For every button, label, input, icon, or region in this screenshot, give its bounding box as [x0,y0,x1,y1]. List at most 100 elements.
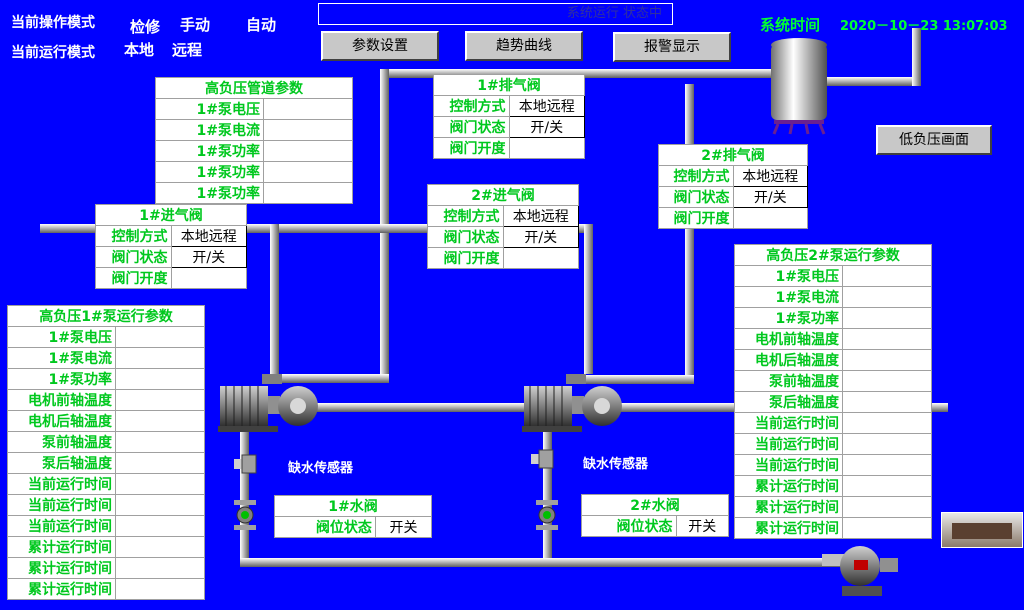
param-value [842,412,932,434]
param-label: 泵前轴温度 [734,370,843,392]
pipeline-param-label: 1#泵功率 [155,161,264,183]
intake-valve-2-state[interactable]: 开/关 [502,226,579,248]
intake-valve-1-panel: 1#进气阀 控制方式本地远程 阀门状态开/关 阀门开度 [95,204,247,289]
param-value [842,349,932,371]
exhaust-valve-1-control-mode[interactable]: 本地远程 [508,95,585,117]
pump-2-icon[interactable] [522,370,628,434]
param-value [115,557,205,579]
param-row: 泵前轴温度 [7,431,205,453]
intake-valve-2-panel: 2#进气阀 控制方式本地远程 阀门状态开/关 阀门开度 [427,184,579,269]
param-value [842,454,932,476]
control-mode-label: 控制方式 [95,225,172,247]
param-label: 累计运行时间 [734,517,843,539]
alarm-display-button[interactable]: 报警显示 [613,32,731,62]
param-row: 电机前轴温度 [734,328,932,350]
water-pump-icon[interactable] [822,540,900,602]
param-row: 1#泵功率 [7,368,205,390]
run-mode-local[interactable]: 本地 [124,41,155,59]
param-value [842,517,932,539]
param-label: 累计运行时间 [734,496,843,518]
water-valve-2-icon[interactable] [536,500,558,530]
param-label: 当前运行时间 [7,494,116,516]
param-value [842,433,932,455]
param-value [842,265,932,287]
low-pressure-screen-button[interactable]: 低负压画面 [876,125,992,155]
water-valve-2-position[interactable]: 开关 [675,515,729,537]
op-mode-auto[interactable]: 自动 [246,16,277,34]
pipeline-param-label: 1#泵电压 [155,98,264,120]
system-time-value: 2020－10－23 13:07:03 [840,19,1008,34]
param-value [115,473,205,495]
param-label: 电机前轴温度 [734,328,843,350]
param-label: 1#泵功率 [7,368,116,390]
param-label: 泵后轴温度 [7,452,116,474]
param-value [115,389,205,411]
control-mode-label: 控制方式 [427,205,504,227]
intake-valve-1-state[interactable]: 开/关 [170,246,247,268]
exhaust-valve-1-state[interactable]: 开/关 [508,116,585,138]
valve-state-label: 阀门状态 [433,116,510,138]
pipeline-param-value [263,140,353,162]
valve-opening-label: 阀门开度 [95,267,172,289]
param-value [842,475,932,497]
preview-thumbnail[interactable] [941,512,1023,548]
param-value [842,391,932,413]
op-mode-maintenance[interactable]: 检修 [130,18,161,36]
control-mode-label: 控制方式 [658,165,734,187]
intake-valve-1-control-mode[interactable]: 本地远程 [170,225,247,247]
param-value [842,328,932,350]
intake-valve-2-control-mode[interactable]: 本地远程 [502,205,579,227]
param-label: 1#泵电压 [7,326,116,348]
param-row: 当前运行时间 [7,473,205,495]
system-time-label: 系统时间 [760,16,821,34]
param-label: 累计运行时间 [734,475,843,497]
water-valve-1-icon[interactable] [234,500,256,530]
pipeline-params-table: 高负压管道参数 1#泵电压 1#泵电流 1#泵功率 1#泵功率 1#泵功率 [155,77,353,204]
param-row: 当前运行时间 [7,494,205,516]
exhaust-valve-1-panel: 1#排气阀 控制方式本地远程 阀门状态开/关 阀门开度 [433,74,585,159]
param-row: 1#泵电压 [734,265,932,287]
param-row: 泵后轴温度 [7,452,205,474]
water-valve-1-position[interactable]: 开关 [374,516,433,538]
param-label: 当前运行时间 [7,473,116,495]
param-label: 累计运行时间 [7,536,116,558]
param-value [115,347,205,369]
param-value [115,536,205,558]
valve-state-label: 阀门状态 [658,186,734,208]
pipeline-param-label: 1#泵功率 [155,182,264,204]
run-mode-remote[interactable]: 远程 [172,41,203,59]
pump-1-icon[interactable] [218,370,324,434]
water-valve-2-title: 2#水阀 [581,494,729,516]
valve-opening-label: 阀门开度 [433,137,510,159]
water-valve-2-panel: 2#水阀 阀位状态开关 [581,494,729,537]
trend-curve-button[interactable]: 趋势曲线 [465,31,583,61]
intake-valve-1-title: 1#进气阀 [95,204,247,226]
param-label: 当前运行时间 [734,454,843,476]
pipeline-param-value [263,182,353,204]
param-settings-button[interactable]: 参数设置 [321,31,439,61]
param-label: 累计运行时间 [7,557,116,579]
op-mode-label: 当前操作模式 [11,15,95,31]
status-bar: 系统运行 状态中 [318,3,673,25]
exhaust-valve-1-opening [508,137,585,159]
pump-1-params-title: 高负压1#泵运行参数 [7,305,205,327]
param-label: 1#泵电流 [734,286,843,308]
param-row: 电机后轴温度 [7,410,205,432]
valve-opening-label: 阀门开度 [658,207,734,229]
exhaust-valve-2-control-mode[interactable]: 本地远程 [732,165,808,187]
param-row: 泵后轴温度 [734,391,932,413]
param-label: 当前运行时间 [7,515,116,537]
op-mode-manual[interactable]: 手动 [180,16,211,34]
exhaust-valve-1-title: 1#排气阀 [433,74,585,96]
separator-tank-icon [771,38,827,135]
param-row: 累计运行时间 [734,517,932,539]
water-sensor-2-label: 缺水传感器 [583,457,649,472]
exhaust-valve-2-title: 2#排气阀 [658,144,808,166]
water-sensor-2-icon [531,449,554,469]
param-label: 1#泵电流 [7,347,116,369]
exhaust-valve-2-state[interactable]: 开/关 [732,186,808,208]
water-valve-1-title: 1#水阀 [274,495,432,517]
exhaust-valve-2-panel: 2#排气阀 控制方式本地远程 阀门状态开/关 阀门开度 [658,144,808,229]
